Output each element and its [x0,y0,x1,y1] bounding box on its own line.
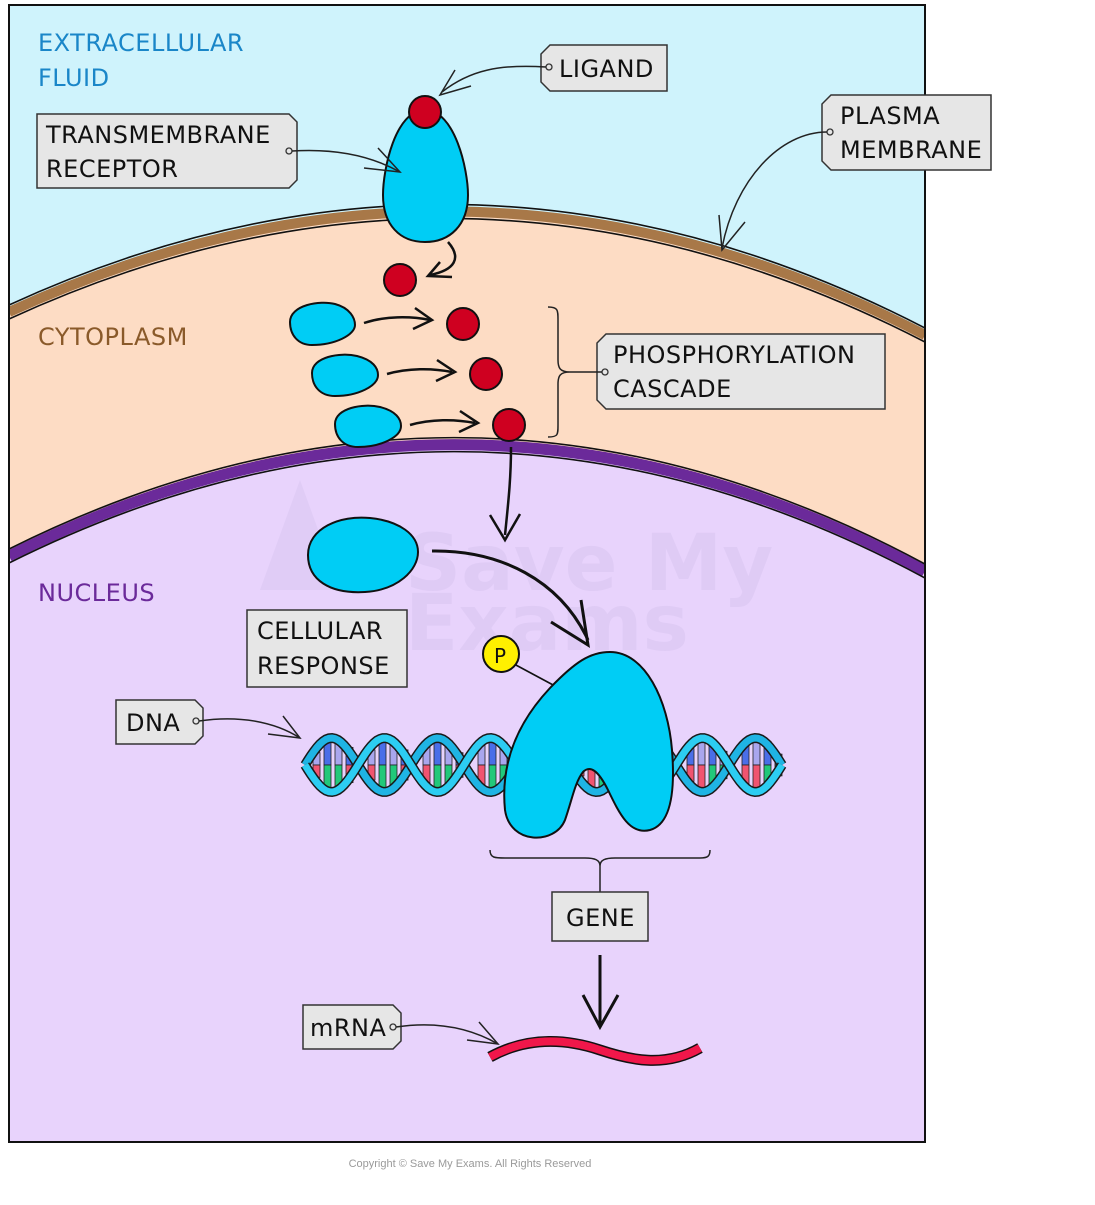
nucleus-region [9,448,925,1142]
cascade-protein-2 [310,353,380,398]
svg-text:DNA: DNA [126,709,180,737]
svg-text:Exams: Exams [405,579,689,669]
cascade-protein-1 [288,301,357,347]
svg-text:MEMBRANE: MEMBRANE [840,136,982,164]
copyright-notice: Copyright © Save My Exams. All Rights Re… [348,1158,592,1170]
phosphate-group-2 [469,357,503,391]
cascade-protein-3 [333,404,403,449]
nuclear-membrane [9,439,925,576]
svg-text:TRANSMEMBRANE: TRANSMEMBRANE [45,121,271,149]
dna-binding-protein [503,650,674,839]
cellular-response-label: CELLULAR RESPONSE [246,609,408,688]
gene-label: GENE [551,891,649,942]
phosphate-group-released [383,263,417,297]
mrna-label: mRNA [302,1004,500,1050]
svg-text:GENE: GENE [566,904,635,932]
watermark: Save My Exams [260,480,773,669]
svg-text:RECEPTOR: RECEPTOR [46,155,178,183]
diagram-frame [8,4,926,1143]
phosphate-label: P [494,644,506,668]
svg-text:CELLULAR: CELLULAR [257,617,383,645]
phosphate-group-1 [446,307,480,341]
extracellular-label: EXTRACELLULAR [38,29,244,57]
plasma-membrane-label: PLASMA MEMBRANE [718,94,992,252]
phosphate-group-3 [492,408,526,442]
svg-text:Save My: Save My [405,519,773,609]
phosphorylation-cascade-label: PHOSPHORYLATION CASCADE [570,333,886,410]
svg-text:CASCADE: CASCADE [613,375,732,403]
dna-label: DNA [115,699,302,745]
nucleus-label: NUCLEUS [38,579,155,607]
svg-text:mRNA: mRNA [310,1014,387,1042]
svg-text:PHOSPHORYLATION: PHOSPHORYLATION [613,341,855,369]
phosphate-icon [482,635,520,673]
transcription-factor [306,516,420,594]
svg-text:LIGAND: LIGAND [559,55,654,83]
plasma-membrane [9,206,925,340]
svg-text:RESPONSE: RESPONSE [257,652,390,680]
extracellular-label-line2: FLUID [38,64,110,92]
transmembrane-receptor-label: TRANSMEMBRANE RECEPTOR [36,113,402,189]
ligand-label: LIGAND [438,44,668,97]
ligand-molecule [408,95,442,129]
svg-text:PLASMA: PLASMA [840,102,940,130]
cytoplasm-label: CYTOPLASM [38,323,188,351]
